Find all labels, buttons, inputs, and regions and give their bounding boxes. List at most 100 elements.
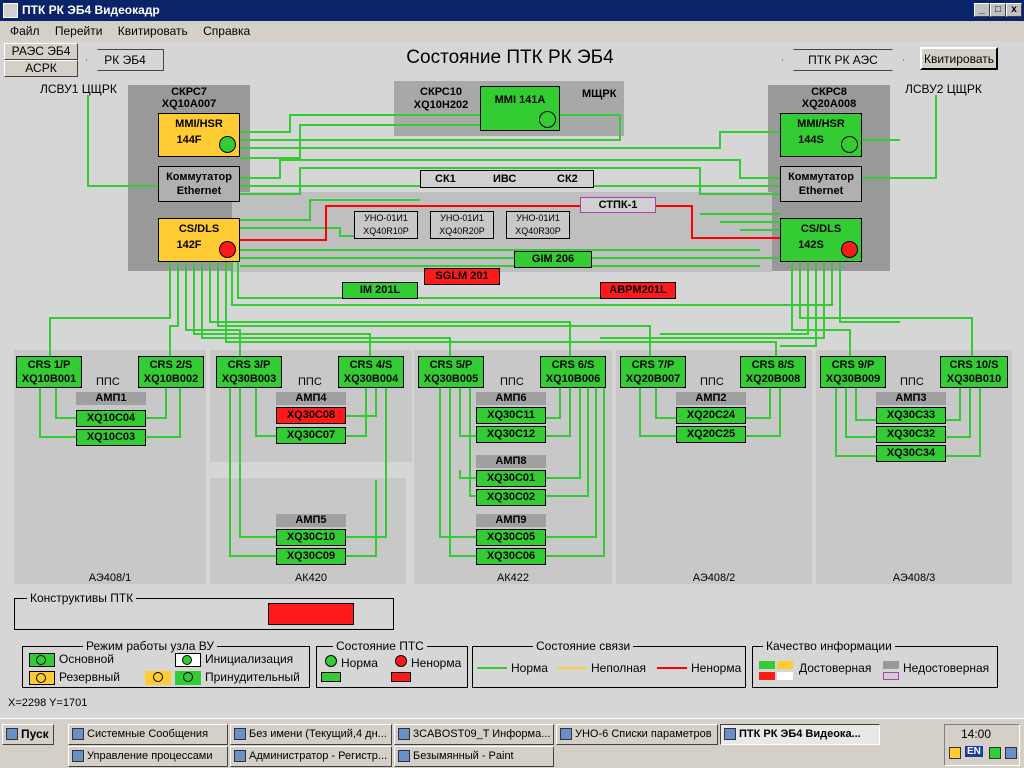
legend-link-caption: Состояние связи xyxy=(533,639,634,653)
skrs8-cs-node[interactable]: CS/DLS 142S xyxy=(780,218,862,262)
skrs7-switch[interactable]: Коммутатор Ethernet xyxy=(158,166,240,202)
amp3-cell-1[interactable]: XQ30C33 xyxy=(876,407,946,424)
uno-node-1[interactable]: УНО-01И1 XQ40R10P xyxy=(354,211,418,239)
legend-mode: Режим работы узла ВУ Основной Резервный … xyxy=(22,639,310,688)
nav-ptk-rk-aes-button[interactable]: ПТК РК АЭС xyxy=(782,49,904,71)
area-label-ak422: АК422 xyxy=(496,572,530,584)
menu-bar: Файл Перейти Квитировать Справка xyxy=(0,21,1024,41)
task-info[interactable]: 3CABOST09_T Информа... xyxy=(394,724,554,745)
raes-button[interactable]: РАЭС ЭБ4 xyxy=(4,43,78,60)
legend-q-swatch-3 xyxy=(759,672,775,680)
amp4-cell-2[interactable]: XQ30C07 xyxy=(276,427,346,444)
skrs7-mmi-status-indicator xyxy=(219,136,236,153)
task-icon xyxy=(72,728,84,740)
task-sys-messages[interactable]: Системные Сообщения xyxy=(68,724,228,745)
abpm-node[interactable]: ABPM201L xyxy=(600,282,676,299)
crs-6-name: CRS 6/S xyxy=(551,359,595,371)
skrs8-switch[interactable]: Коммутатор Ethernet xyxy=(780,166,862,202)
amp4-cell-1[interactable]: XQ30C08 xyxy=(276,407,346,424)
amp8-cell-2[interactable]: XQ30C02 xyxy=(476,489,546,506)
legend-link-norma-line xyxy=(477,667,507,669)
nav-rk-eb4-button[interactable]: РК ЭБ4 xyxy=(86,49,164,71)
pps-label-3: ППС xyxy=(500,376,524,388)
sglm-node[interactable]: SGLM 201 xyxy=(424,268,500,285)
uno-2-code: XQ40R20P xyxy=(439,226,485,236)
tray-app-icon[interactable] xyxy=(1005,747,1017,759)
legend-rezervny-swatch xyxy=(29,671,55,685)
tray-lang-indicator[interactable]: EN xyxy=(965,746,983,757)
amp1-group: АМП1 XQ10C04 XQ10C03 xyxy=(76,392,146,446)
amp3-cell-2[interactable]: XQ30C32 xyxy=(876,426,946,443)
amp6-cell-2[interactable]: XQ30C12 xyxy=(476,426,546,443)
crs-2-name: CRS 2/S xyxy=(149,359,193,371)
asrk-button[interactable]: АСРК xyxy=(4,60,78,77)
amp1-cell-2[interactable]: XQ10C03 xyxy=(76,429,146,446)
amp2-cell-2[interactable]: XQ20C25 xyxy=(676,426,746,443)
menu-goto[interactable]: Перейти xyxy=(54,24,103,38)
skrs7-mmi-id: 144F xyxy=(176,134,202,146)
task-icon xyxy=(724,728,736,740)
crs-10-code: XQ30B010 xyxy=(946,373,1002,385)
task-uno-lists[interactable]: УНО-6 Списки параметров xyxy=(556,724,718,745)
skrs7-mmi-label: MMI/HSR xyxy=(175,118,223,130)
task-ptk-video[interactable]: ПТК РК ЭБ4 Видеока... xyxy=(720,724,880,745)
gim-node[interactable]: GIM 206 xyxy=(514,251,592,268)
task-process-control[interactable]: Управление процессами xyxy=(68,746,228,767)
amp5-cell-1[interactable]: XQ30C10 xyxy=(276,529,346,546)
minimize-button[interactable]: _ xyxy=(974,3,990,17)
task-paint[interactable]: Безымянный - Paint xyxy=(394,746,554,767)
skrs10-mmi-node[interactable]: MMI 141A xyxy=(480,86,560,131)
tray-speaker-icon[interactable] xyxy=(949,747,961,759)
skrs8-code: XQ20A008 xyxy=(801,98,857,110)
ack-button[interactable]: Квитировать xyxy=(920,47,998,70)
amp3-cell-3[interactable]: XQ30C34 xyxy=(876,445,946,462)
ivs-bar[interactable]: СК1 ИВС СК2 xyxy=(420,170,594,188)
menu-file[interactable]: Файл xyxy=(10,24,40,38)
start-button[interactable]: Пуск xyxy=(2,724,54,745)
uno-node-2[interactable]: УНО-01И1 XQ40R20P xyxy=(430,211,494,239)
legend-pts-nenorma-icon xyxy=(395,655,407,667)
amp6-cell-1[interactable]: XQ30C11 xyxy=(476,407,546,424)
menu-help[interactable]: Справка xyxy=(203,24,251,38)
crs-1-code: XQ10B001 xyxy=(21,373,77,385)
konstr-status-bar[interactable] xyxy=(268,603,354,625)
amp2-cell-1[interactable]: XQ20C24 xyxy=(676,407,746,424)
legend-q-swatch-5 xyxy=(883,661,899,669)
amp8-cell-1[interactable]: XQ30C01 xyxy=(476,470,546,487)
crs-4-code: XQ30B004 xyxy=(343,373,399,385)
im-node[interactable]: IM 201L xyxy=(342,282,418,299)
amp9-cell-1[interactable]: XQ30C05 xyxy=(476,529,546,546)
uno-node-3[interactable]: УНО-01И1 XQ40R30P xyxy=(506,211,570,239)
legend-q-swatch-4 xyxy=(777,672,793,680)
task-admin[interactable]: Администратор - Регистр... xyxy=(230,746,392,767)
legend-quality: Качество информации Достоверная Недостов… xyxy=(752,639,998,688)
skrs7-mmi-node[interactable]: MMI/HSR 144F xyxy=(158,113,240,157)
skrs7-cs-node[interactable]: CS/DLS 142F xyxy=(158,218,240,262)
task-unnamed[interactable]: Без имени (Текущий,4 дн... xyxy=(230,724,392,745)
amp1-cell-1[interactable]: XQ10C04 xyxy=(76,410,146,427)
maximize-button[interactable]: □ xyxy=(990,3,1006,17)
amp9-cell-2[interactable]: XQ30C06 xyxy=(476,548,546,565)
skrs8-mmi-node[interactable]: MMI/HSR 144S xyxy=(780,113,862,157)
close-button[interactable]: x xyxy=(1006,3,1022,17)
skrs10-status-indicator xyxy=(539,111,556,128)
amp5-cell-2[interactable]: XQ30C09 xyxy=(276,548,346,565)
menu-ack[interactable]: Квитировать xyxy=(117,24,188,38)
skrs7-code: XQ10A007 xyxy=(161,98,217,110)
window-titlebar[interactable]: ПТК РК ЭБ4 Видеокадр _ □ x xyxy=(0,0,1024,21)
sk2-label: СК2 xyxy=(557,173,578,185)
tray-network-icon[interactable] xyxy=(989,747,1001,759)
stpk-node[interactable]: СТПК-1 xyxy=(580,197,656,213)
start-label: Пуск xyxy=(21,727,49,741)
pps-label-5: ППС xyxy=(900,376,924,388)
